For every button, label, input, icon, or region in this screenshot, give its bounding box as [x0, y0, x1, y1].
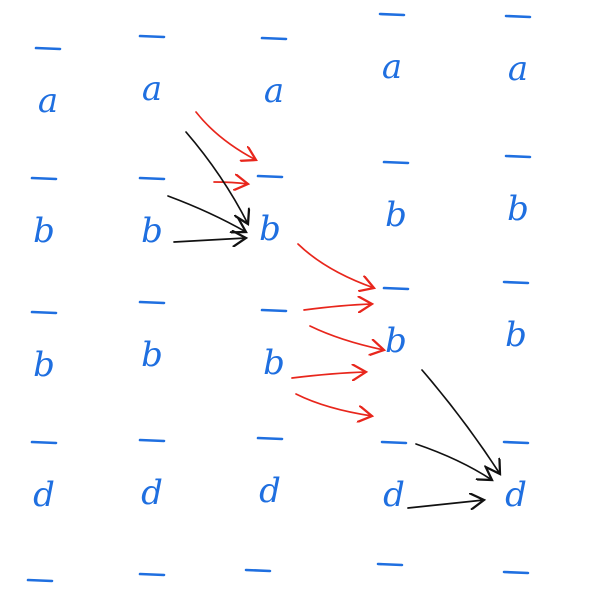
dash-bottom-c1 [26, 578, 54, 583]
dash-bottom-c5 [502, 570, 530, 575]
dash-c4-r1 [378, 12, 406, 17]
letter-b-c1-r2: b [33, 211, 55, 251]
letter-d-c4-r4: d [383, 475, 405, 515]
letter-d-c3-r4: d [259, 471, 281, 511]
letter-b-c5-r3: b [505, 315, 527, 355]
letter-a-c1-r1: a [38, 81, 58, 121]
dash-c1-r4 [30, 440, 58, 445]
red-arrow-7 [295, 393, 372, 416]
letter-b-c3-r3: b [263, 343, 285, 383]
letter-b-c1-r3: b [33, 345, 55, 385]
red-arrow-6 [291, 372, 366, 378]
dash-c4-r3 [382, 286, 410, 291]
letter-a-c5-r1: a [508, 49, 528, 89]
black-arrow-4 [421, 369, 500, 474]
dash-c3-r4 [256, 436, 284, 441]
dash-c2-r3 [138, 300, 166, 305]
letter-b-c4-r3: b [385, 321, 407, 361]
letter-b-c2-r2: b [141, 211, 163, 251]
dash-bottom-c3 [244, 568, 272, 573]
red-arrows [195, 111, 384, 416]
dash-c3-r2 [256, 174, 284, 179]
letter-a-c2-r1: a [142, 69, 162, 109]
dash-c4-r2 [382, 160, 410, 165]
dash-c3-r1 [260, 36, 288, 41]
dash-c3-r3 [260, 308, 288, 313]
dash-c5-r2 [504, 154, 532, 159]
black-arrow-5 [415, 443, 492, 480]
dash-marks [26, 12, 532, 583]
dash-c5-r4 [502, 440, 530, 445]
dash-c5-r1 [504, 14, 532, 19]
black-arrow-6 [407, 500, 484, 508]
red-arrow-1 [195, 111, 256, 160]
dash-c5-r3 [502, 280, 530, 285]
letter-b-c2-r3: b [141, 335, 163, 375]
letter-b-c4-r2: b [385, 195, 407, 235]
letter-a-c4-r1: a [382, 47, 402, 87]
red-arrow-5 [309, 325, 384, 350]
letter-b-c5-r2: b [507, 189, 529, 229]
dash-c1-r2 [30, 176, 58, 181]
dash-c2-r2 [138, 176, 166, 181]
letter-d-c5-r4: d [505, 475, 527, 515]
black-arrows [167, 131, 500, 508]
letter-grid: a b b d a b b d a b b d a b b d a b b d [33, 47, 529, 515]
dash-c2-r4 [138, 438, 166, 443]
red-arrow-3 [297, 243, 374, 288]
letter-b-c3-r2: b [259, 209, 281, 249]
letter-d-c2-r4: d [141, 473, 163, 513]
dash-c4-r4 [380, 440, 408, 445]
black-arrow-1 [185, 131, 248, 224]
red-arrow-4 [303, 304, 372, 310]
dash-bottom-c4 [376, 562, 404, 567]
red-arrow-2 [213, 182, 248, 184]
letter-a-c3-r1: a [264, 71, 284, 111]
black-arrow-2 [167, 195, 246, 232]
dash-c2-r1 [138, 34, 166, 39]
dash-bottom-c2 [138, 572, 166, 577]
letter-d-c1-r4: d [33, 475, 55, 515]
dash-c1-r3 [30, 310, 58, 315]
black-arrow-3 [173, 238, 246, 242]
dash-c1-r1 [34, 46, 62, 51]
